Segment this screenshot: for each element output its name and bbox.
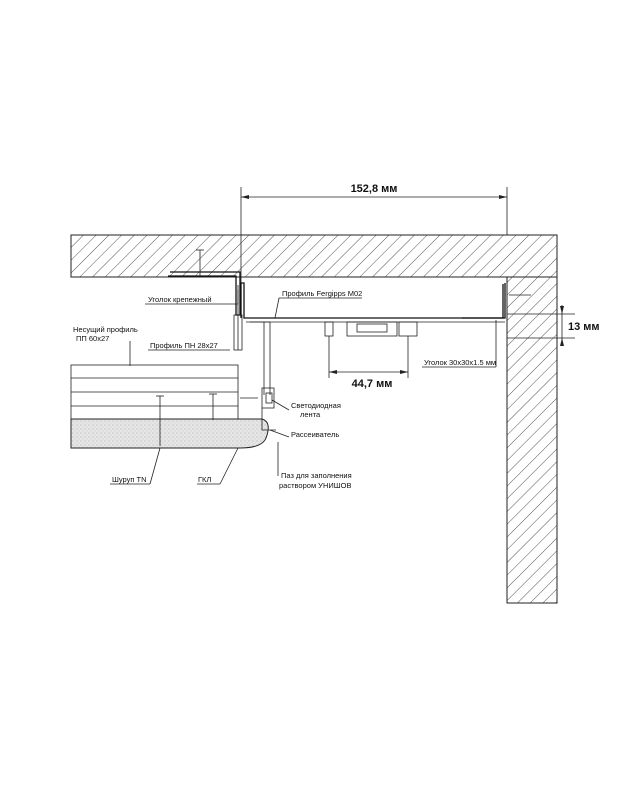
label-led-1: Светодиодная bbox=[291, 401, 341, 410]
dimension-profile-step: 44,7 мм bbox=[328, 336, 409, 390]
label-corner: Уголок 30х30х1.5 мм bbox=[424, 358, 496, 367]
dimension-width-total-text: 152,8 мм bbox=[351, 183, 398, 195]
corner-angle bbox=[462, 284, 531, 319]
label-guide-profile: Профиль ПН 28х27 bbox=[150, 341, 218, 350]
label-screw: Шуруп TN bbox=[112, 475, 147, 484]
dimension-profile-step-text: 44,7 мм bbox=[352, 378, 393, 390]
dimension-offset-text: 13 мм bbox=[568, 321, 600, 333]
label-led-2: лента bbox=[300, 410, 321, 419]
label-mount-angle: Уголок крепежный bbox=[148, 295, 212, 304]
fergipps-profile bbox=[240, 282, 506, 395]
carrier-profile bbox=[70, 364, 239, 420]
ceiling-slab bbox=[70, 234, 558, 278]
label-fergipps: Профиль Fergipps M02 bbox=[282, 289, 362, 298]
wall bbox=[506, 276, 558, 604]
label-carrier-profile-1: Несущий профиль bbox=[73, 325, 138, 334]
label-gkl: ГКЛ bbox=[198, 475, 211, 484]
label-groove-1: Паз для заполнения bbox=[281, 471, 352, 480]
label-carrier-profile-2: ПП 60х27 bbox=[76, 334, 109, 343]
dimension-offset: 13 мм bbox=[507, 305, 600, 346]
led-diffuser bbox=[261, 387, 276, 431]
gkl-board bbox=[70, 418, 269, 449]
leader-lines bbox=[110, 290, 497, 485]
label-groove-2: раствором УНИШОВ bbox=[279, 481, 351, 490]
screw-icons bbox=[156, 321, 270, 446]
label-diffuser: Рассеиватель bbox=[291, 430, 339, 439]
